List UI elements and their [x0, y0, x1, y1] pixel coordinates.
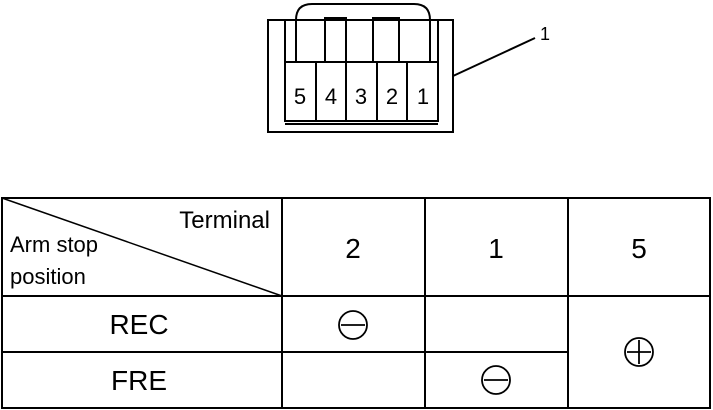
table-border	[1, 197, 711, 409]
row-label-rec: REC	[109, 309, 168, 340]
pin-label-3: 3	[355, 84, 367, 109]
minus-symbol-fre-terminal-1	[481, 365, 511, 395]
column-headers: 2 1 5	[345, 233, 647, 264]
row-label-fre: FRE	[111, 365, 167, 396]
callout-number: 1	[540, 24, 550, 44]
pin-labels: 5 4 3 2 1	[294, 84, 429, 109]
minus-symbol-rec-terminal-2	[338, 310, 368, 340]
header-terminal-label: Terminal	[179, 207, 270, 234]
connector-key-slot-right	[372, 17, 400, 62]
pin-label-5: 5	[294, 84, 306, 109]
connector-lock-tab	[295, 3, 431, 62]
terminal-table	[1, 197, 711, 409]
callout-leader	[452, 37, 536, 77]
plus-symbol-terminal-5	[624, 337, 654, 367]
pin-label-2: 2	[386, 84, 398, 109]
terminal-cell-row	[284, 61, 439, 122]
pin-label-1: 1	[417, 84, 429, 109]
header-arm-stop-label: Arm stop	[10, 232, 98, 257]
connector	[267, 3, 454, 133]
header-position-label: position	[10, 264, 86, 289]
connector-key-slot-left	[324, 17, 347, 62]
header-diagonal	[1, 197, 283, 297]
column-header-terminal-1: 1	[488, 233, 504, 264]
column-header-terminal-5: 5	[631, 233, 647, 264]
pin-label-4: 4	[325, 84, 337, 109]
column-header-terminal-2: 2	[345, 233, 361, 264]
